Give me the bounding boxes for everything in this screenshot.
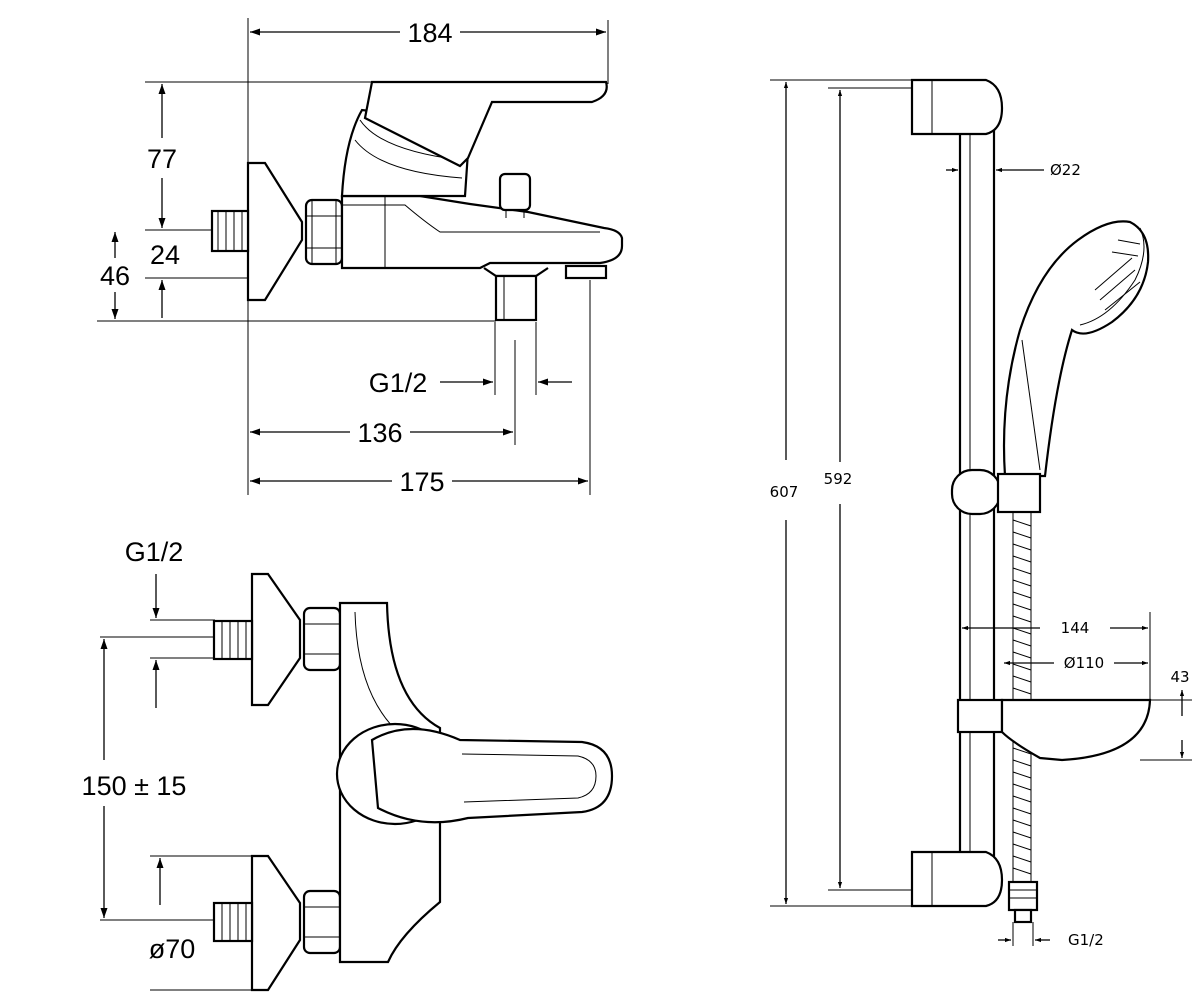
diverter-knob bbox=[498, 172, 532, 212]
dim-46-label: 46 bbox=[100, 261, 130, 291]
upper-hex-nut bbox=[302, 606, 342, 672]
shower-outlet-flange bbox=[483, 267, 549, 278]
dim-144-label: 144 bbox=[1061, 619, 1090, 637]
shower-slider bbox=[950, 468, 1002, 516]
shower-rail-set: 607 592 Ø22 144 Ø110 43 G1/2 bbox=[770, 78, 1192, 949]
lever-front bbox=[370, 727, 614, 824]
mixer-front-view: G1/2 150 ± 15 ø70 bbox=[82, 537, 614, 992]
shower-hose bbox=[1012, 511, 1032, 883]
mixer-side-view: 184 77 24 46 G1/2 136 175 bbox=[97, 18, 624, 497]
inlet-thread bbox=[210, 209, 250, 253]
hand-shower bbox=[1002, 220, 1150, 478]
dim-175-label: 175 bbox=[399, 467, 444, 497]
dim-184-label: 184 bbox=[407, 18, 452, 48]
dim-43-label: 43 bbox=[1170, 668, 1189, 686]
dim-136-label: 136 bbox=[357, 418, 402, 448]
hex-nut bbox=[304, 198, 344, 266]
dim-592-label: 592 bbox=[824, 470, 853, 488]
dim-24-label: 24 bbox=[150, 240, 180, 270]
dim-70-label: ø70 bbox=[149, 934, 196, 964]
dim-607-label: 607 bbox=[770, 483, 799, 501]
dim-150-label: 150 ± 15 bbox=[82, 771, 187, 801]
dim-77-label: 77 bbox=[147, 144, 177, 174]
escutcheon-cone bbox=[246, 161, 304, 302]
lower-hex-nut bbox=[302, 889, 342, 955]
bottom-wall-bracket bbox=[910, 850, 1004, 908]
hose-connector bbox=[1013, 908, 1033, 924]
aerator bbox=[564, 264, 608, 280]
lever-handle bbox=[363, 80, 608, 168]
lower-escutcheon bbox=[250, 854, 302, 992]
dim-22-label: Ø22 bbox=[1050, 161, 1081, 179]
dim-g12-front-label: G1/2 bbox=[125, 537, 184, 567]
shower-outlet bbox=[494, 274, 538, 322]
upper-escutcheon bbox=[250, 572, 302, 707]
dim-g12-hose-label: G1/2 bbox=[1068, 931, 1104, 949]
top-wall-bracket bbox=[910, 78, 1004, 136]
slider-holder bbox=[996, 472, 1042, 514]
soap-dish bbox=[1000, 698, 1152, 762]
dim-g12-side-label: G1/2 bbox=[369, 368, 428, 398]
soap-dish-clamp bbox=[956, 698, 1004, 734]
hose-nut bbox=[1007, 880, 1039, 912]
dim-110-label: Ø110 bbox=[1064, 654, 1104, 672]
